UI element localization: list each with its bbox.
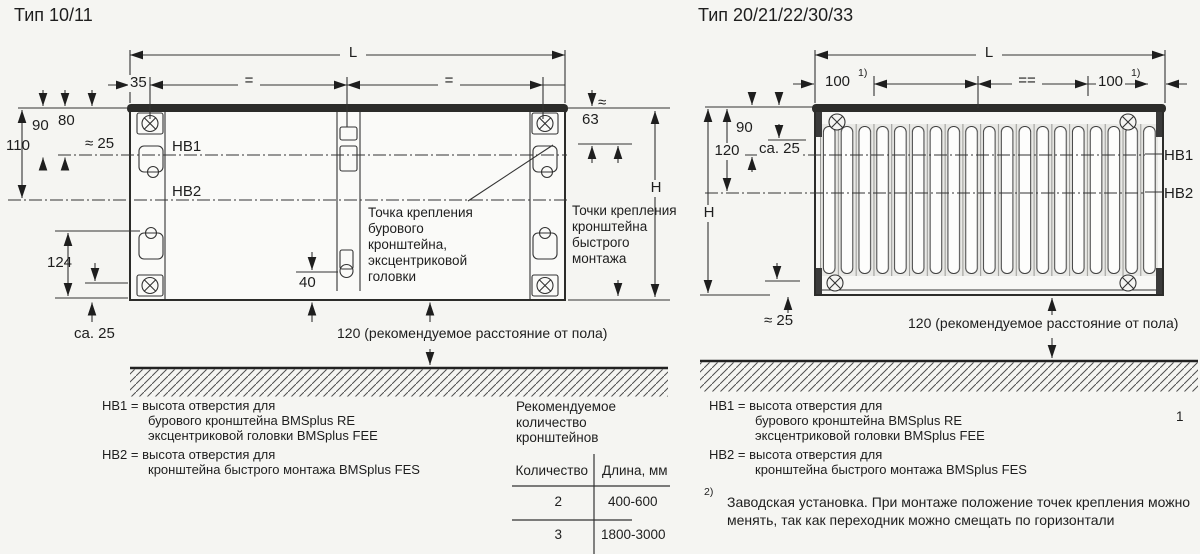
dim-ca-25: ca. 25 [74,325,115,342]
drill-bracket-note: Точка крепления бурового кронштейна, экс… [368,205,473,285]
note-line: кронштейна, [368,237,448,252]
dim-H-right: H [698,204,720,222]
footnote2-line1: Заводская установка. При монтаже положен… [727,494,1191,510]
note-line: монтажа [572,251,627,266]
hb-legend-right: HB1 = высота отверстия для бурового крон… [709,398,1027,477]
table-cell-length: 400-600 [608,494,658,509]
legend-line: кронштейна быстрого монтажа BMSplus FES [755,462,1027,477]
dim-eq-2: = [438,72,460,90]
legend-line: эксцентриковой головки BMSplus FEE [755,428,985,443]
floor-distance-note-right: 120 (рекомендуемое расстояние от пола) [908,315,1179,331]
note-line: быстрого [572,235,630,250]
dim-L: L [340,44,366,62]
bracket-table-caption: Рекомендуемое количество кронштейнов [516,399,616,446]
left-bottom-dimensions [296,252,435,365]
dim-90: 90 [32,117,49,134]
caption-line: Рекомендуемое [516,399,617,414]
hb1-label: HB1 [172,138,202,155]
left-side-dimensions [17,90,140,322]
dim-120: 120 [709,142,745,160]
note-line: Точки крепления [572,203,677,218]
hb2-label: HB2 [172,183,202,200]
legend-line: HB1 = высота отверстия для [102,398,276,413]
table-cell-length: 1800-3000 [601,527,666,542]
radiator-ribs [820,124,1158,276]
dim-35: 35 [128,74,149,92]
dim-eq-1: = [238,72,260,90]
dim-H: H [644,179,668,197]
table-rules [512,454,670,554]
dim-110: 110 [6,137,30,154]
floor-hatch-left [130,366,668,397]
note-line: головки [368,269,416,284]
dim-eqeq: == [1012,72,1042,90]
note-line: кронштейна [572,219,648,234]
dim-100-left: 100 [823,73,853,91]
legend-line: эксцентриковой головки BMSplus FEE [148,428,378,443]
screw-icon [826,113,1137,292]
table-header-quantity: Количество [515,463,589,478]
legend-line: HB2 = высота отверстия для [102,447,276,462]
note-line: бурового [368,221,424,236]
mounting-rail-slots [339,126,358,279]
floor-hatch-right [700,359,1198,392]
right-radiator-drawing [700,50,1198,392]
legend-line: HB1 = высота отверстия для [709,398,883,413]
dim-ca-25-right: ca. 25 [757,140,802,158]
legend-line: бурового кронштейна BMSplus RE [148,413,356,428]
note-line: эксцентриковой [368,253,468,268]
legend-line: HB2 = высота отверстия для [709,447,883,462]
legend-line: кронштейна быстрого монтажа BMSplus FES [148,462,420,477]
legend-line: бурового кронштейна BMSplus RE [755,413,963,428]
dim-80: 80 [58,112,75,129]
right-top-dimensions [793,50,1187,108]
footnote1-marker: 1) [1131,67,1141,79]
side-strips [816,112,1162,294]
page-edge-ref: 1 [1176,409,1184,424]
table-cell-qty: 2 [554,494,562,509]
table-header-length: Длина, мм [602,463,668,478]
dim-L-right: L [976,44,1002,62]
dim-approx-25: ≈ 25 [85,135,115,152]
hb1-label-right: HB1 [1164,147,1194,164]
footnote1-marker: 1) [858,67,868,79]
floor-distance-note-left: 120 (рекомендуемое расстояние от пола) [337,325,608,341]
left-diagram-title: Тип 10/11 [14,5,93,25]
footnote2-line2: менять, так как переходник можно смещать… [727,512,1115,528]
dim-124: 124 [47,254,73,271]
dim-approx: ≈ [598,94,607,111]
dim-90-right: 90 [736,119,753,136]
leader-line [467,144,554,202]
left-right-dimensions [568,90,670,301]
caption-line: количество [516,414,587,430]
footnote2-marker: 2) [704,486,714,498]
note-line: Точка крепления [368,205,473,220]
caption-line: кронштейнов [516,430,599,445]
left-radiator-drawing [8,50,670,397]
dim-approx-25-right: ≈ 25 [764,312,794,329]
bracket-cutout [138,145,558,260]
quick-mount-note: Точки крепления кронштейна быстрого монт… [572,203,677,267]
right-side-dimensions [700,92,1057,358]
hb-legend-left: HB1 = высота отверстия для бурового крон… [102,398,420,477]
table-cell-qty: 3 [554,527,562,542]
dim-63: 63 [582,111,599,128]
dim-100-right: 100 [1096,73,1126,91]
right-diagram-title: Тип 20/21/22/30/33 [698,5,854,25]
hb2-label-right: HB2 [1164,185,1194,202]
dim-40: 40 [299,274,316,291]
